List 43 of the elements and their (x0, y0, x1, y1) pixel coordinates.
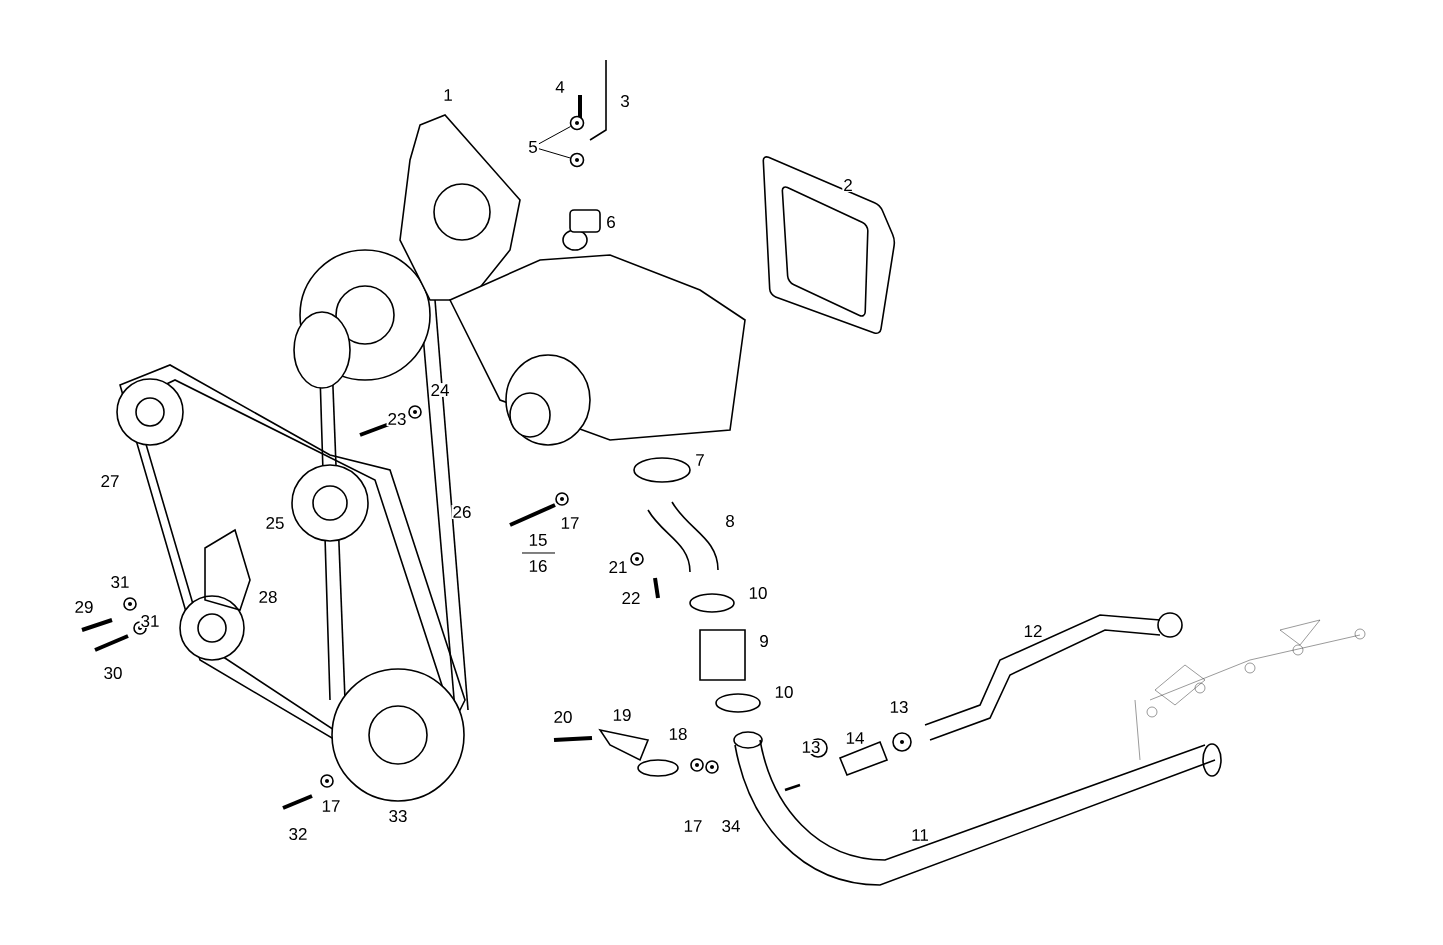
callout-number: 15 (527, 533, 549, 547)
callout-number: 6 (605, 215, 617, 229)
callout-number: 27 (99, 474, 121, 488)
callout-number: 2 (842, 178, 854, 192)
callout-number: 31 (109, 575, 131, 589)
callout-number: 21 (607, 560, 629, 574)
callout-number: 30 (102, 666, 124, 680)
callout-number: 10 (747, 586, 769, 600)
callout-number: 23 (386, 412, 408, 426)
callout-number: 33 (387, 809, 409, 823)
callout-number: 24 (429, 383, 451, 397)
callout-number: 32 (287, 827, 309, 841)
callout-number: 9 (758, 634, 770, 648)
callout-number: 11 (910, 828, 930, 842)
callout-number: 3 (619, 94, 631, 108)
callout-number: 19 (611, 708, 633, 722)
washer (569, 152, 585, 168)
callout-number: 20 (552, 710, 574, 724)
callout-number: 29 (73, 600, 95, 614)
callout-number: 10 (773, 685, 795, 699)
leader-line (538, 148, 571, 159)
callout-number: 14 (844, 731, 866, 745)
callout-number: 13 (888, 700, 910, 714)
leader-line (538, 126, 572, 145)
callout-number: 31 (139, 614, 161, 628)
callout-number: 8 (724, 514, 736, 528)
callout-number: 34 (720, 819, 742, 833)
callout-number: 7 (694, 453, 706, 467)
callout-number: 16 (527, 559, 549, 573)
callout-number: 13 (800, 740, 822, 754)
callout-number: 17 (559, 516, 581, 530)
callout-number: 25 (264, 516, 286, 530)
callout-number: 12 (1022, 624, 1044, 638)
callout-number: 22 (620, 591, 642, 605)
washer (569, 115, 585, 131)
callout-number: 5 (528, 141, 537, 153)
callout-number: 18 (667, 727, 689, 741)
callout-number: 28 (257, 590, 279, 604)
callout-number: 17 (320, 799, 342, 813)
callout-number: 17 (682, 819, 704, 833)
callout-number: 26 (451, 505, 473, 519)
callout-number: 4 (554, 80, 566, 94)
callout-number: 1 (442, 88, 454, 102)
